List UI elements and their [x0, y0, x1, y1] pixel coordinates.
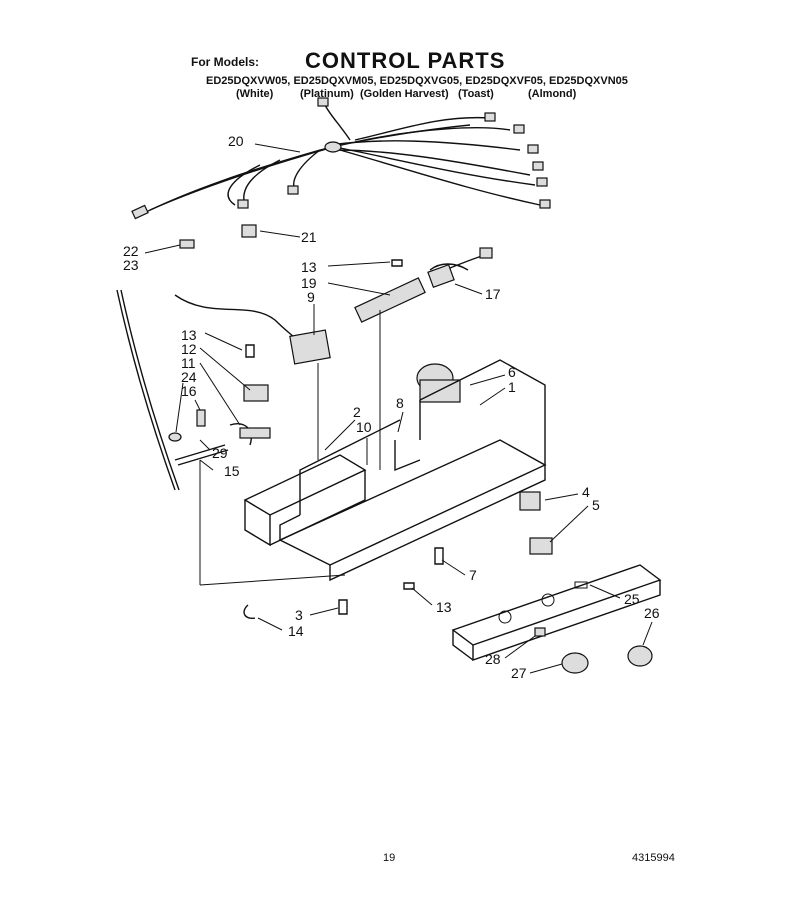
callout-27: 27 [511, 665, 527, 681]
callout-1: 1 [508, 379, 516, 395]
wiring-harness [131, 97, 551, 220]
screw-7 [434, 547, 444, 565]
callout-12: 12 [181, 341, 197, 357]
callout-21: 21 [301, 229, 317, 245]
callout-14: 14 [288, 623, 304, 639]
screw-13-left [245, 344, 255, 358]
model-color: (Golden Harvest) [360, 88, 449, 100]
model-number: ED25DQXVN05 [549, 75, 628, 87]
bracket-2 [243, 454, 367, 516]
callout-22: 22 [123, 243, 139, 259]
page-number: 19 [383, 852, 396, 864]
callout-19: 19 [301, 275, 317, 291]
callout-15: 15 [224, 463, 240, 479]
callout-25: 25 [624, 591, 640, 607]
callout-11: 11 [181, 355, 196, 371]
callout-17: 17 [485, 286, 501, 302]
model-color: (Almond) [528, 88, 577, 100]
callout-29: 29 [212, 445, 228, 461]
callout-6: 6 [508, 364, 516, 380]
knob-26 [627, 645, 653, 667]
switch-9 [289, 329, 331, 365]
model-list: ED25DQXVW05, ED25DQXVM05, ED25DQXVG05, E… [206, 75, 628, 87]
callout-2: 2 [353, 404, 361, 420]
part-16 [196, 409, 206, 427]
callout-10: 10 [356, 419, 372, 435]
callout-8: 8 [396, 395, 404, 411]
bracket-12 [243, 384, 269, 402]
knob-27 [561, 652, 589, 674]
screw-3 [338, 599, 348, 615]
part-5 [529, 537, 553, 555]
callout-numbers: 20 21 22 23 13 19 17 9 13 12 11 24 16 29… [123, 133, 660, 681]
part-17 [429, 263, 469, 271]
washer-24 [168, 432, 182, 442]
link-15 [174, 444, 226, 461]
leader-lines [144, 143, 653, 674]
callout-26: 26 [644, 605, 660, 621]
connector-21 [241, 224, 257, 238]
callout-4: 4 [582, 484, 590, 500]
clip-22 [179, 239, 195, 249]
control-housing-1 [278, 359, 547, 582]
screw-13 [391, 259, 403, 267]
page-title: CONTROL PARTS [305, 48, 506, 73]
callout-28: 28 [485, 651, 501, 667]
callout-13: 13 [436, 599, 452, 615]
control-panel-25 [451, 564, 662, 661]
model-color: (White) [236, 88, 274, 100]
callout-5: 5 [592, 497, 600, 513]
callout-13: 13 [181, 327, 197, 343]
rod-23 [116, 289, 176, 491]
model-number: ED25DQXVF05, [465, 75, 546, 87]
model-number: ED25DQXVM05, [293, 75, 377, 87]
callout-16: 16 [181, 383, 197, 399]
model-color: (Platinum) [300, 88, 354, 100]
document-number: 4315994 [632, 852, 675, 864]
model-color: (Toast) [458, 88, 494, 100]
callout-9: 9 [307, 289, 315, 305]
screw-13-bottom [403, 582, 415, 590]
clip-14 [243, 604, 256, 620]
callout-20: 20 [228, 133, 244, 149]
callout-24: 24 [181, 369, 197, 385]
for-models-label: For Models: [191, 55, 259, 69]
callout-3: 3 [295, 607, 303, 623]
part-28 [534, 627, 546, 637]
model-number: ED25DQXVW05, [206, 75, 291, 87]
callout-13: 13 [301, 259, 317, 275]
model-number: ED25DQXVG05, [379, 75, 463, 87]
sensor-19 [354, 277, 426, 323]
callout-7: 7 [469, 567, 477, 583]
part-4 [519, 491, 541, 511]
callout-23: 23 [123, 257, 139, 273]
